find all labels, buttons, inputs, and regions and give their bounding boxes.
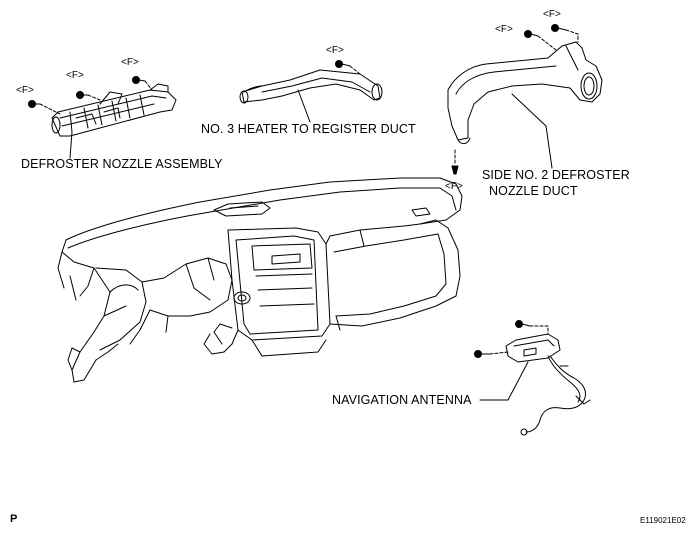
defroster-nozzle-assembly-label: DEFROSTER NOZZLE ASSEMBLY	[21, 157, 223, 171]
fastener-label: <F>	[16, 85, 34, 96]
heater-register-duct	[239, 69, 383, 104]
leader-defroster-nozzle	[69, 131, 73, 159]
leader-side-duct	[511, 93, 553, 169]
screw-icon	[28, 76, 146, 108]
fastener-label: <F>	[66, 70, 84, 81]
screw-icon	[524, 24, 567, 38]
defroster-nozzle-assembly	[51, 83, 177, 137]
side-duct-label-line2: NOZZLE DUCT	[489, 184, 578, 198]
screw-icon	[335, 60, 351, 68]
navigation-antenna	[505, 333, 591, 436]
page-marker: P	[10, 513, 18, 525]
fastener-label: <F>	[326, 45, 344, 56]
fastener-label: <F>	[121, 57, 139, 68]
fastener-label: <F>	[445, 181, 463, 192]
side-defroster-duct	[447, 41, 603, 145]
heater-duct-label: NO. 3 HEATER TO REGISTER DUCT	[201, 122, 416, 136]
screw-icon	[474, 320, 531, 358]
clip-icon	[451, 149, 459, 175]
figure-code: E119021E02	[640, 516, 686, 525]
fastener-label: <F>	[495, 24, 513, 35]
fastener-label: <F>	[543, 9, 561, 20]
instrument-panel	[57, 177, 463, 383]
side-duct-label-line1: SIDE NO. 2 DEFROSTER	[482, 168, 630, 182]
leader-heater-duct	[297, 89, 311, 123]
navigation-antenna-label: NAVIGATION ANTENNA	[332, 393, 472, 407]
leader-navigation-antenna	[479, 361, 529, 401]
